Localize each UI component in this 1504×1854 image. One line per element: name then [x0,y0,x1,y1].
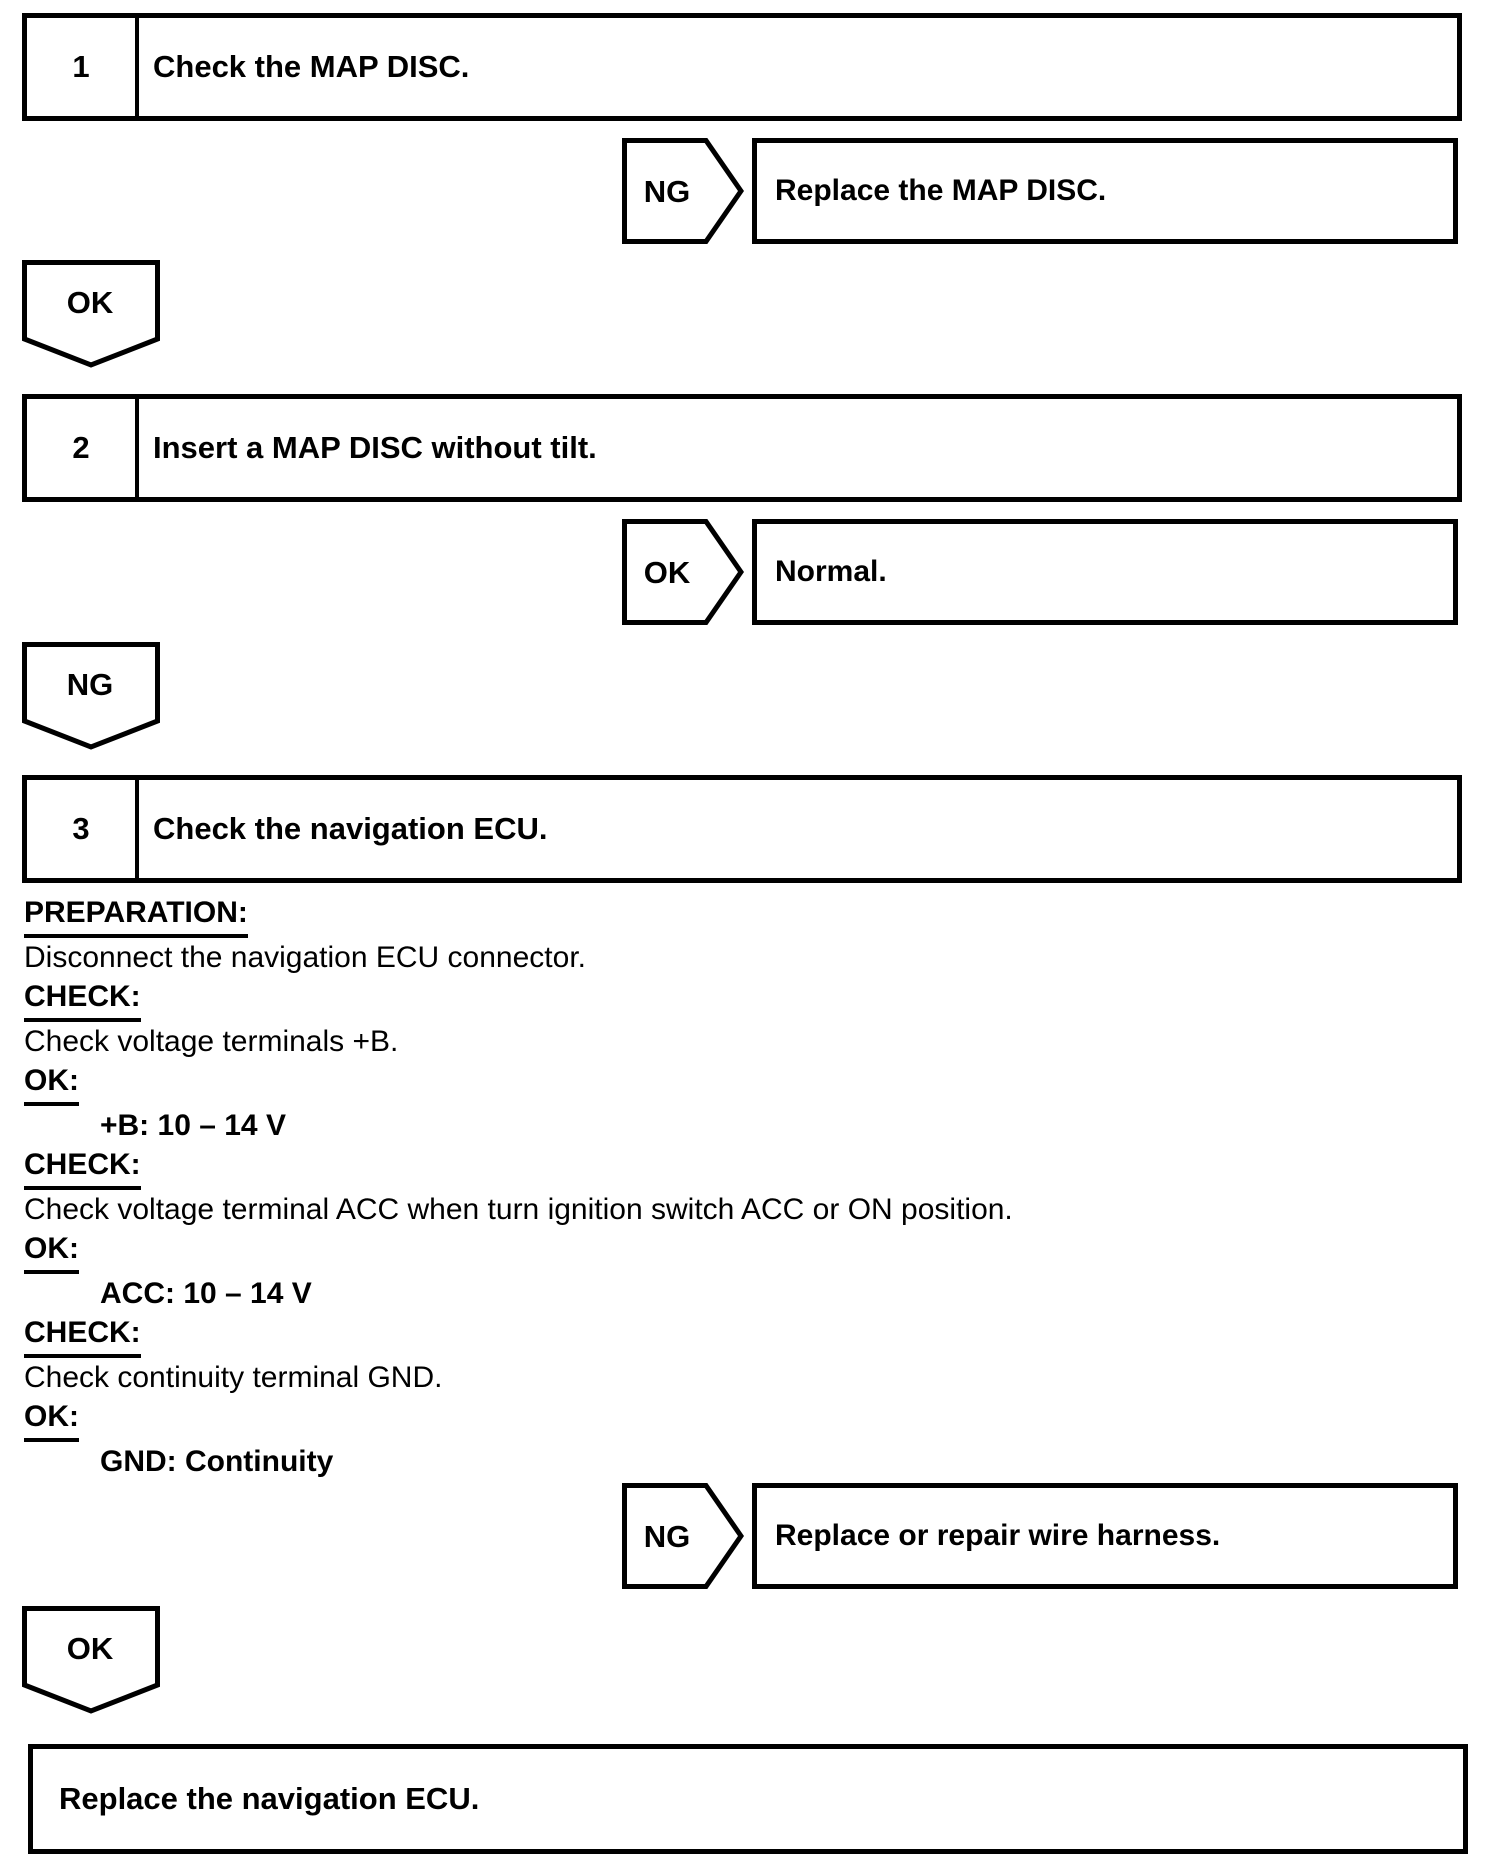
procedure-line: Check voltage terminals +B. [24,1024,399,1058]
step-title-2: Insert a MAP DISC without tilt. [153,430,597,465]
procedure-line: CHECK: [24,977,1474,1022]
result-box-replace-map-disc: Replace the MAP DISC. [752,138,1458,244]
ng-tag-label: NG [67,667,114,702]
step-number-3: 3 [27,780,139,878]
procedure-line: CHECK: [24,1313,1474,1358]
ng-right-arrow-pentagon: NG [622,138,744,244]
ok-right-arrow-pentagon: OK [622,519,744,625]
result-box-replace-harness: Replace or repair wire harness. [752,1483,1458,1589]
procedure-line: CHECK: [24,1145,1474,1190]
ok-tag-label: OK [67,285,114,320]
step-box-3: 3 Check the navigation ECU. [22,775,1462,883]
ok-down-connector-2: OK [22,1606,1504,1714]
procedure-line: OK: [24,1229,1474,1274]
step-number-2: 2 [27,399,139,497]
callout-row-3: NG Replace or repair wire harness. [622,1483,1504,1589]
callout-row-2: OK Normal. [622,519,1504,625]
ok-down-connector-1: OK [22,260,1504,368]
callout-row-1: NG Replace the MAP DISC. [622,138,1504,244]
procedure-line: Check voltage terminal ACC when turn ign… [24,1192,1013,1226]
ng-right-arrow-pentagon: NG [622,1483,744,1589]
step-box-2: 2 Insert a MAP DISC without tilt. [22,394,1462,502]
procedure-line: ACC: 10 – 14 V [100,1276,312,1310]
procedure-line: Check continuity terminal GND. [24,1360,443,1394]
procedure-line: PREPARATION: [24,893,1474,938]
procedure-line: OK: [24,1397,1474,1442]
step-box-1: 1 Check the MAP DISC. [22,13,1462,121]
ng-tag-label: NG [644,1519,691,1554]
step-title-1: Check the MAP DISC. [153,49,470,84]
ng-down-connector: NG [22,642,1504,750]
procedure-line: +B: 10 – 14 V [100,1108,286,1142]
ok-tag-label: OK [67,1631,114,1666]
step-title-3: Check the navigation ECU. [153,811,548,846]
result-box-normal: Normal. [752,519,1458,625]
procedure-line: GND: Continuity [100,1444,334,1478]
final-action-box: Replace the navigation ECU. [28,1744,1468,1854]
procedure-line: OK: [24,1061,1474,1106]
procedure-line: Disconnect the navigation ECU connector. [24,940,586,974]
ok-tag-label: OK [644,555,691,590]
step-number-1: 1 [27,18,139,116]
procedure-text-block: PREPARATION: Disconnect the navigation E… [24,893,1474,1481]
ng-tag-label: NG [644,174,691,209]
